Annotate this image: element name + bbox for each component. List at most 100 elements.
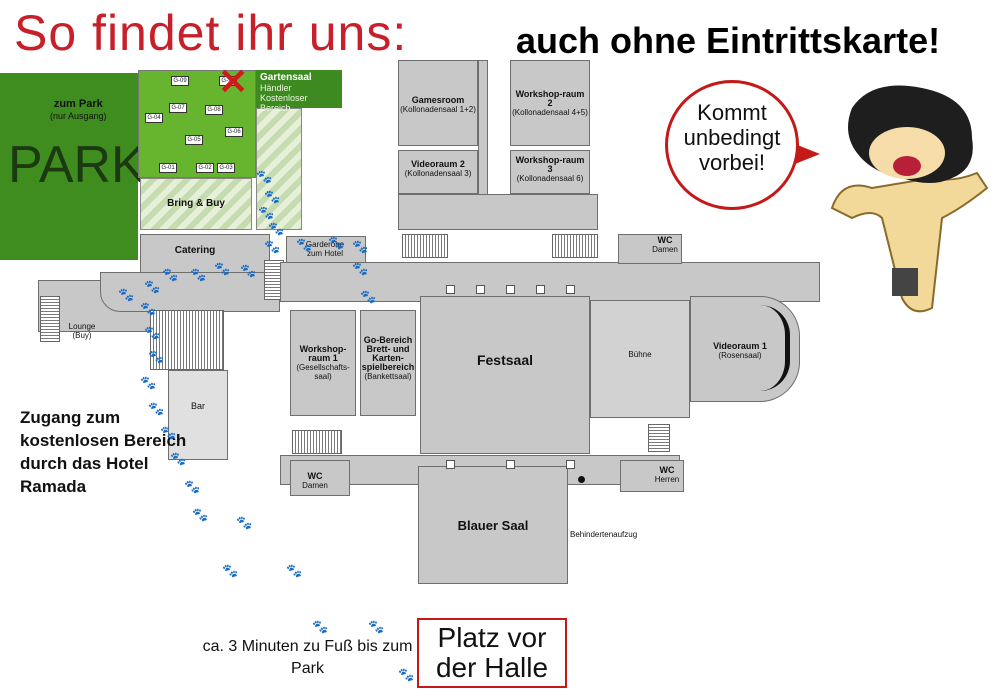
walk-directions: ca. 3 Minuten zu Fuß bis zum Park: [202, 638, 413, 677]
paw-print-icon: 🐾: [140, 301, 157, 316]
workshop2-title: Workshop-raum 2: [515, 89, 585, 108]
paw-print-gray-icon: 🐾: [264, 189, 281, 204]
wc-damen-top-label: WC Damen: [650, 235, 680, 255]
speech-bubble-text: Kommt unbedingt vorbei!: [683, 100, 781, 175]
workshop3-room: [510, 150, 590, 194]
entrance-directions: Zugang zum kostenlosen Bereich durch das…: [20, 408, 187, 496]
paw-print-gray-icon: 🐾: [268, 221, 285, 236]
page-subtitle: auch ohne Eintrittskarte!: [516, 20, 941, 61]
park-exit-note: (nur Ausgang): [50, 111, 107, 121]
gartensaal-line2: Kostenloser Bereich: [260, 93, 308, 113]
garderobe-sub: zum Hotel: [306, 249, 343, 258]
stall-g08: G-08: [205, 105, 223, 115]
paw-print-icon: 🐾: [160, 425, 177, 440]
mascot-character-illustration: [830, 85, 989, 313]
catering-label: Catering: [174, 245, 216, 256]
foyer-left: [100, 272, 280, 312]
garden-corridor: [256, 108, 302, 230]
wc-herren-title: WC: [659, 465, 675, 475]
paw-print-gray-icon: 🐾: [352, 239, 369, 254]
workshop3-sub: (Kollonadensaal 6): [516, 174, 584, 183]
pillar: [446, 460, 455, 469]
videoraum2-label: Videoraum 2 (Kollonadensaal 3): [398, 160, 478, 179]
bar-label: Bar: [190, 401, 205, 411]
destination-box: Platz vor der Halle: [417, 618, 567, 688]
wc-herren-label: WC Herren: [650, 465, 684, 485]
festsaal-room: [420, 296, 590, 454]
paw-print-icon: 🐾: [222, 563, 239, 578]
upper-lobby: [398, 194, 598, 230]
bring-buy-room: [140, 178, 252, 230]
garderobe-title: Garderobe: [305, 240, 345, 249]
main-corridor-top: [280, 262, 820, 302]
videoraum2-room: [398, 150, 478, 194]
paw-print-icon: 🐾: [184, 479, 201, 494]
garderobe-label: Garderobe zum Hotel: [292, 240, 358, 258]
elevator-icon: [578, 476, 585, 483]
park-area: [0, 73, 138, 260]
paw-print-icon: 🐾: [192, 507, 209, 522]
stairs-foyer: [150, 310, 224, 370]
gartensaal-line1: Händler: [260, 83, 292, 93]
lounge-title: Lounge: [68, 322, 96, 331]
stairs-wc-left: [292, 430, 342, 454]
go-bereich-label: Go-Bereich Brett- und Karten-spielbereic…: [360, 336, 416, 382]
workshop3-label: Workshop-raum 3 (Kollonadensaal 6): [512, 155, 588, 184]
brett-title: Brett- und Karten-spielbereich: [361, 344, 415, 372]
blauer-saal-room: [418, 466, 568, 584]
wc-damen-top-room: [618, 234, 682, 264]
paw-print-icon: 🐾: [312, 619, 329, 634]
paw-print-gray-icon: 🐾: [352, 261, 369, 276]
videoraum1-title: Videoraum 1: [713, 341, 767, 351]
stall-g01: G-01: [159, 163, 177, 173]
paw-print-gray-icon: 🐾: [190, 267, 207, 282]
stall-g02: G-02: [196, 163, 214, 173]
videoraum1-screen: [760, 305, 790, 391]
wc-damen-label: WC Damen: [290, 471, 340, 491]
wc-damen-top-title: WC: [657, 235, 673, 245]
upper-corridor: [478, 60, 488, 210]
gartensaal-hall: G-09 G-10 G-07 G-08 G-04 G-06 G-05 G-01 …: [138, 70, 256, 178]
paw-print-gray-icon: 🐾: [264, 239, 281, 254]
park-label: PARK: [8, 136, 146, 194]
gartensaal-title: Gartensaal: [260, 72, 312, 83]
buehne-room: [590, 300, 690, 418]
stall-g05: G-05: [185, 135, 203, 145]
pillar: [446, 285, 455, 294]
paw-print-icon: 🐾: [368, 619, 385, 634]
wc-damen-top-sub: Damen: [652, 245, 678, 254]
videoraum1-label: Videoraum 1 (Rosensaal): [700, 341, 780, 361]
wc-damen-title: WC: [307, 471, 323, 481]
paw-print-gray-icon: 🐾: [328, 235, 345, 250]
gamesroom-sub: (Kollonadensaal 1+2): [400, 105, 476, 114]
stall-g03: G-03: [217, 163, 235, 173]
pillar: [536, 285, 545, 294]
paw-print-icon: 🐾: [144, 325, 161, 340]
paw-print-icon: 🐾: [236, 515, 253, 530]
videoraum2-sub: (Kollonadensaal 3): [404, 169, 472, 178]
wc-herren-sub: Herren: [654, 475, 680, 484]
gamesroom-title: Gamesroom: [411, 95, 465, 105]
paw-print-icon: 🐾: [286, 563, 303, 578]
paw-print-icon: 🐾: [170, 451, 187, 466]
paw-print-icon: 🐾: [148, 401, 165, 416]
workshop3-title: Workshop-raum 3: [515, 155, 585, 174]
brett-sub: (Bankettsaal): [364, 372, 412, 381]
paw-print-icon: 🐾: [140, 375, 157, 390]
gamesroom-label: Gamesroom (Kollonadensaal 1+2): [398, 95, 478, 115]
stall-g10: G-10: [219, 76, 237, 86]
buehne-label: Bühne: [628, 350, 652, 359]
paw-print-gray-icon: 🐾: [296, 237, 313, 252]
gartensaal-label: Gartensaal Händler Kostenloser Bereich: [256, 70, 342, 113]
blauer-saal-label: Blauer Saal: [457, 518, 529, 533]
wc-herren-room: [620, 460, 684, 492]
gamesroom: [398, 60, 478, 146]
workshop1-sub: (Gesellschafts-saal): [296, 363, 350, 381]
bar-area: [168, 370, 228, 460]
pillar: [476, 285, 485, 294]
paw-print-gray-icon: 🐾: [214, 261, 231, 276]
workshop2-sub: (Kollonadensaal 4+5): [512, 108, 588, 117]
stall-g04: G-04: [145, 113, 163, 123]
page-title: So findet ihr uns:: [14, 5, 408, 61]
workshop1-room: [290, 310, 356, 416]
